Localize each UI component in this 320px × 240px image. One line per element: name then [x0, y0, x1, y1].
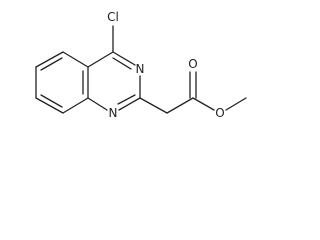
- ester-oxygen-atom-label: O: [215, 106, 224, 120]
- chemical-structure-diagram: Cl N N O O: [35, 10, 247, 120]
- bond-ester-o-methyl: [225, 97, 247, 111]
- bond-ch2-carbonyl: [166, 97, 194, 114]
- bond-c4-n3: [112, 51, 136, 66]
- chlorine-atom-label: Cl: [107, 10, 119, 24]
- ester-side-chain: [139, 71, 247, 114]
- bond-c2-n1: [118, 97, 141, 111]
- nitrogen-bottom-atom-label: N: [109, 106, 118, 120]
- bond-c7-c8: [35, 97, 64, 114]
- double-bond-c2-n1: [117, 94, 136, 105]
- bond-c2-ch2: [139, 97, 168, 114]
- bond-n1-c8a: [87, 97, 108, 111]
- bond-c8-c8a: [62, 97, 89, 114]
- bond-carbonyl-ester-o: [192, 97, 215, 111]
- bond-c4a-c5: [62, 51, 89, 68]
- nitrogen-top-atom-label: N: [136, 62, 145, 76]
- pyrimidine-ring: [87, 51, 141, 111]
- bond-c5-c6: [35, 51, 64, 68]
- bond-c4a-c4: [87, 51, 114, 68]
- double-bond-c7-c8: [40, 94, 63, 108]
- benzene-ring: [35, 51, 89, 114]
- double-bond-c5-c6: [40, 57, 63, 71]
- double-bond-c4-n3: [112, 57, 132, 70]
- carbonyl-oxygen-atom-label: O: [188, 57, 197, 71]
